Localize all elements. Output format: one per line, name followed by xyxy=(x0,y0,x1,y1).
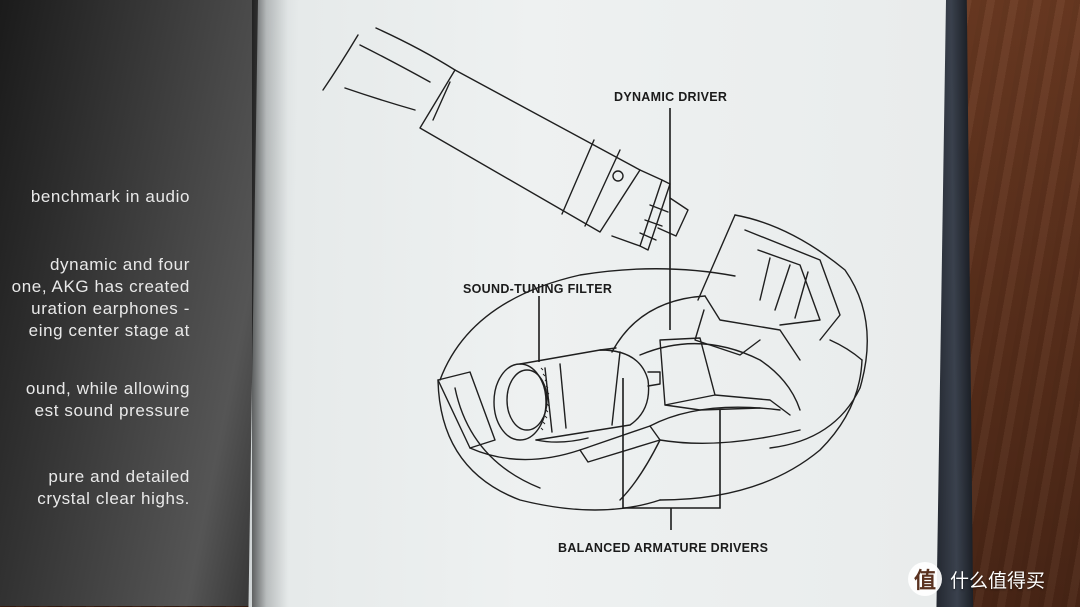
sound-tuning-filter-label: SOUND-TUNING FILTER xyxy=(463,282,613,296)
armature-block-drawing xyxy=(659,337,791,416)
paragraph-3: ound, while allowing est sound pressure xyxy=(26,378,190,422)
filter-cylinder-drawing xyxy=(493,347,661,443)
filter-ridges-drawing xyxy=(540,367,550,431)
paragraph-2-line-4: eing center stage at xyxy=(28,321,190,340)
watermark-text: 什么值得买 xyxy=(950,569,1046,592)
callout-lines xyxy=(538,108,721,530)
dynamic-driver-label: DYNAMIC DRIVER xyxy=(614,90,728,104)
paragraph-4: pure and detailed crystal clear highs. xyxy=(37,466,190,510)
site-watermark: 值 什么值得买 xyxy=(908,562,1045,596)
paragraph-3-line-2: est sound pressure xyxy=(34,401,190,420)
paragraph-4-line-1: pure and detailed xyxy=(48,467,190,486)
paragraph-3-line-1: ound, while allowing xyxy=(25,379,190,398)
connector-drawing xyxy=(419,69,689,251)
earpiece-housing-drawing xyxy=(439,214,868,449)
left-page-text: benchmark in audio dynamic and four one,… xyxy=(0,0,280,607)
balanced-armature-drivers-label: BALANCED ARMATURE DRIVERS xyxy=(558,541,769,555)
paragraph-2-line-2: one, AKG has created xyxy=(11,277,190,296)
paragraph-2-line-3: uration earphones - xyxy=(31,299,190,318)
book-spine-shadow xyxy=(252,0,288,607)
paragraph-4-line-2: crystal clear highs. xyxy=(37,489,190,508)
paragraph-1: benchmark in audio xyxy=(31,186,190,208)
paragraph-2: dynamic and four one, AKG has created ur… xyxy=(12,254,190,342)
watermark-logo-icon: 值 xyxy=(908,562,942,596)
cable-drawing xyxy=(322,27,456,111)
shell-cup-drawing xyxy=(437,359,863,511)
paragraph-1-line-1: benchmark in audio xyxy=(30,187,190,206)
paragraph-2-line-1: dynamic and four xyxy=(49,255,190,274)
